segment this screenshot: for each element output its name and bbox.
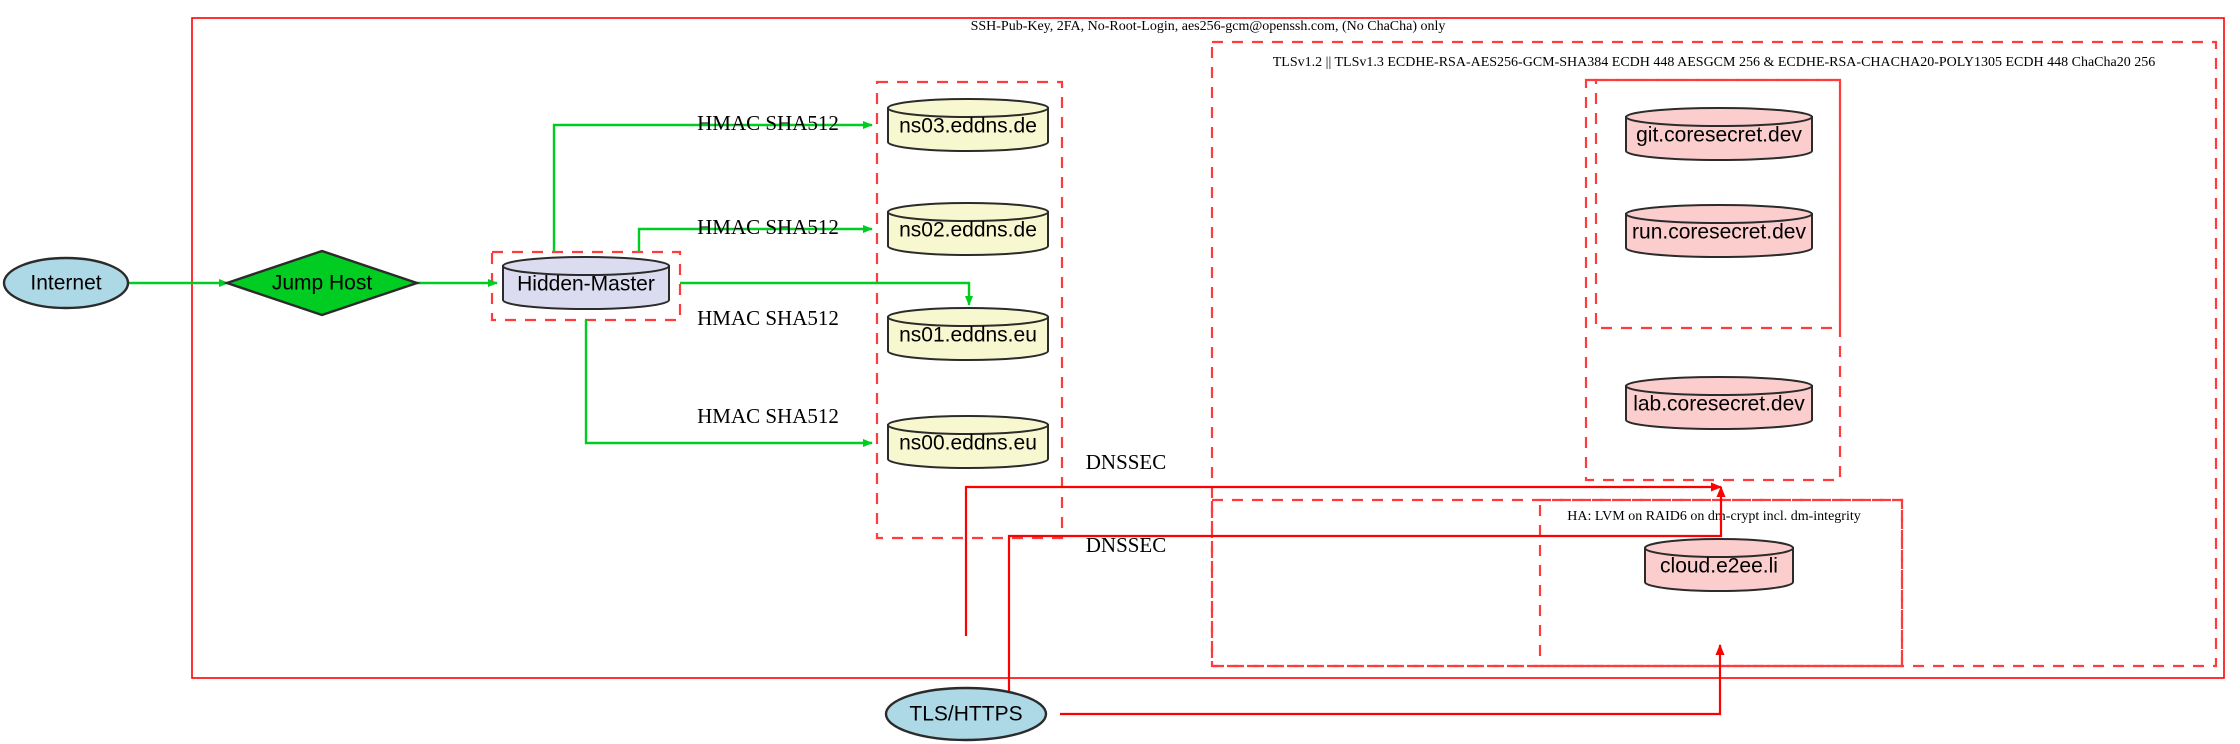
node-jump-host-label: Jump Host	[272, 272, 373, 295]
node-lab-coresecret[interactable]: lab.coresecret.dev	[1625, 376, 1813, 430]
node-tls-https-label: TLS/HTTPS	[909, 703, 1022, 726]
node-hidden-master[interactable]: Hidden-Master	[502, 256, 670, 310]
node-run-coresecret[interactable]: run.coresecret.dev	[1625, 204, 1813, 258]
edge-label-hmac-ns01: HMAC SHA512	[697, 306, 839, 330]
node-ns00-label: ns00.eddns.eu	[899, 432, 1037, 455]
node-ns03[interactable]: ns03.eddns.de	[887, 98, 1049, 152]
edge-dnssec-upper	[964, 482, 1722, 636]
cluster-ha-label: HA: LVM on RAID6 on dm-crypt incl. dm-in…	[1567, 509, 1860, 524]
node-run-coresecret-label: run.coresecret.dev	[1632, 221, 1806, 244]
edge-dnssec-lower	[1060, 644, 1725, 716]
edge-hiddenmaster-to-ns00	[584, 320, 873, 447]
node-git-coresecret[interactable]: git.coresecret.dev	[1625, 107, 1813, 161]
node-ns02-label: ns02.eddns.de	[899, 219, 1037, 242]
edge-label-hmac-ns03: HMAC SHA512	[697, 111, 839, 135]
node-cloud-e2ee[interactable]: cloud.e2ee.li	[1644, 538, 1794, 592]
node-ns01-label: ns01.eddns.eu	[899, 324, 1037, 347]
edge-tlshttps-to-coresecret	[1007, 486, 1726, 714]
cluster-ssh-outer	[191, 17, 2225, 679]
edge-label-dnssec-upper: DNSSEC	[1086, 450, 1167, 474]
node-lab-coresecret-label: lab.coresecret.dev	[1633, 393, 1805, 416]
node-internet-label: Internet	[30, 272, 101, 295]
node-hidden-master-label: Hidden-Master	[517, 273, 655, 296]
cluster-ha	[1210, 498, 1904, 668]
node-internet[interactable]: Internet	[2, 256, 130, 310]
node-ns01[interactable]: ns01.eddns.eu	[887, 307, 1049, 361]
cluster-ssh-label: SSH-Pub-Key, 2FA, No-Root-Login, aes256-…	[971, 19, 1446, 34]
edge-label-dnssec-lower: DNSSEC	[1086, 533, 1167, 557]
node-tls-https[interactable]: TLS/HTTPS	[884, 686, 1048, 742]
node-ns03-label: ns03.eddns.de	[899, 115, 1037, 138]
edge-hiddenmaster-to-ns01	[680, 281, 973, 306]
node-cloud-e2ee-label: cloud.e2ee.li	[1660, 555, 1778, 578]
cluster-tls-label: TLSv1.2 || TLSv1.3 ECDHE-RSA-AES256-GCM-…	[1273, 55, 2155, 70]
node-ns02[interactable]: ns02.eddns.de	[887, 202, 1049, 256]
cluster-coresecret-outer	[1584, 78, 1842, 482]
edge-hiddenmaster-to-ns03	[552, 121, 873, 252]
edge-hiddenmaster-to-ns02	[637, 225, 873, 252]
node-ns00[interactable]: ns00.eddns.eu	[887, 415, 1049, 469]
node-git-coresecret-label: git.coresecret.dev	[1636, 124, 1802, 147]
cluster-coresecret	[1594, 78, 1842, 330]
edge-label-hmac-ns02: HMAC SHA512	[697, 215, 839, 239]
edge-label-hmac-ns00: HMAC SHA512	[697, 404, 839, 428]
node-jump-host[interactable]: Jump Host	[223, 249, 421, 317]
